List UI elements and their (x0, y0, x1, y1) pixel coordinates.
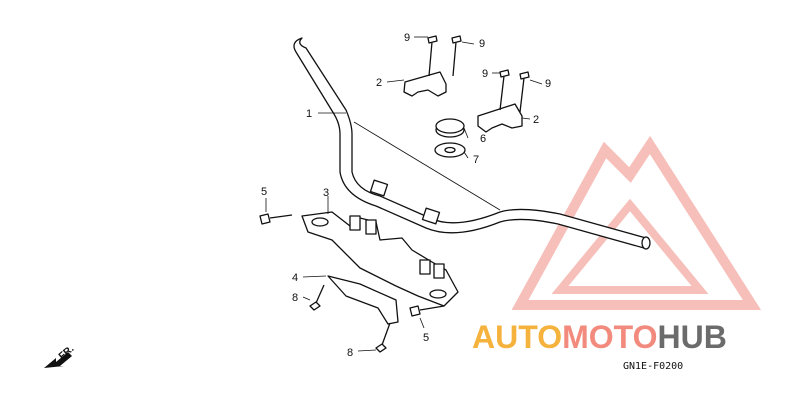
leader-lines (265, 36, 543, 352)
callout-3: 3 (323, 187, 329, 199)
callout-5: 5 (423, 332, 429, 344)
callout-8: 8 (347, 347, 353, 359)
callout-6: 6 (480, 133, 486, 145)
callout-2: 2 (376, 77, 382, 89)
handlebar (293, 37, 651, 250)
front-direction-arrow: FR. (44, 343, 76, 368)
callout-9: 9 (482, 68, 488, 80)
upper-holder-left (403, 71, 447, 97)
upper-holder-right (477, 103, 523, 133)
watermark-logo (511, 135, 762, 310)
callout-7: 7 (473, 154, 479, 166)
svg-text:AUTOMOTOHUB: AUTOMOTOHUB (472, 319, 727, 355)
callout-8: 8 (292, 292, 298, 304)
callout-9: 9 (404, 32, 410, 44)
washer (434, 142, 466, 158)
bolts-upper (427, 35, 530, 113)
callout-2: 2 (533, 114, 539, 126)
watermark-part2: MOTO (562, 319, 657, 355)
callout-1: 1 (306, 108, 312, 120)
lower-holder (301, 211, 459, 307)
watermark-part3: HUB (657, 319, 726, 355)
nut (435, 118, 465, 138)
callout-9: 9 (479, 38, 485, 50)
watermark-part1: AUTO (472, 319, 562, 355)
plate (327, 275, 399, 325)
diagram-code: GN1E-F0200 (623, 361, 683, 372)
bolts-lower (259, 213, 445, 353)
callout-5: 5 (261, 186, 267, 198)
callout-9: 9 (545, 78, 551, 90)
watermark-text: AUTOMOTOHUB (472, 319, 727, 355)
callout-4: 4 (292, 272, 298, 284)
